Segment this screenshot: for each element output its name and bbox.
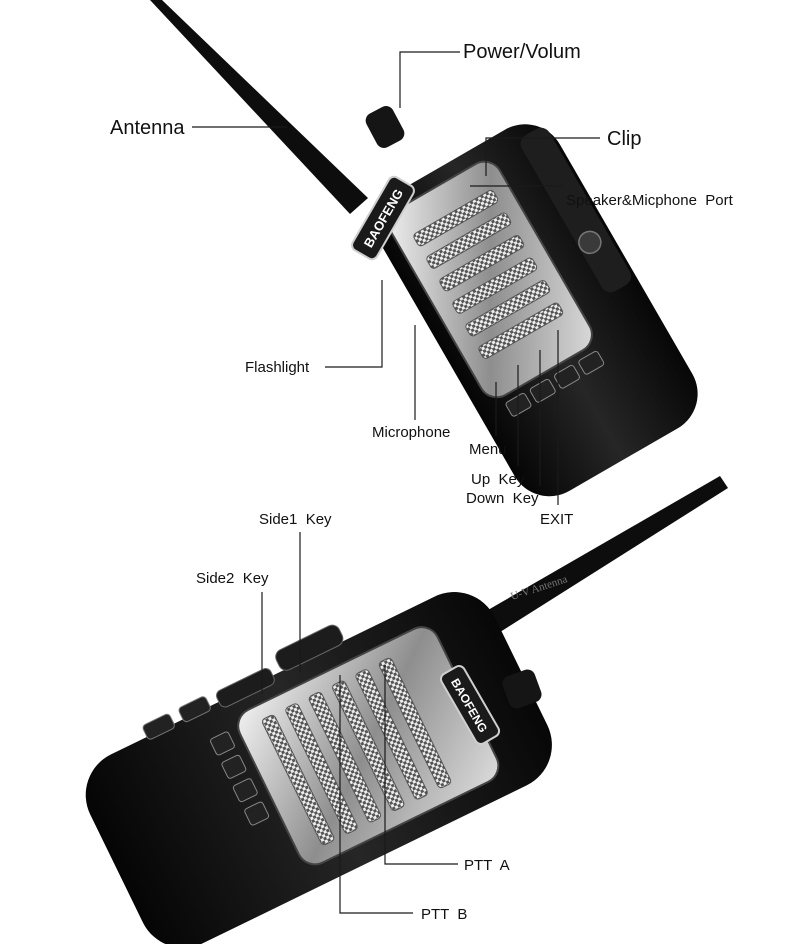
leader-ptt-a bbox=[384, 665, 458, 865]
leader-power bbox=[399, 51, 460, 108]
label-ptt-b: PTT B bbox=[421, 906, 467, 923]
label-clip: Clip bbox=[607, 128, 641, 150]
label-microphone: Microphone bbox=[372, 424, 450, 441]
label-flashlight: Flashlight bbox=[245, 359, 310, 376]
label-side2-key: Side2 Key bbox=[196, 570, 269, 587]
ptt-a-button bbox=[275, 624, 344, 671]
label-up-key: Up Key bbox=[471, 471, 525, 488]
label-side1-key: Side1 Key bbox=[259, 511, 332, 528]
up-key bbox=[529, 378, 556, 403]
antenna-top bbox=[150, 0, 368, 214]
power-volume-knob bbox=[365, 106, 405, 148]
leader-clip bbox=[485, 137, 600, 176]
radio-front-view: BAOFENG bbox=[150, 0, 698, 497]
label-menu: Menu bbox=[469, 441, 507, 458]
side1-key bbox=[178, 696, 211, 723]
side2-key bbox=[142, 713, 175, 740]
radio-side-view: U-V Antenna bbox=[85, 476, 728, 944]
label-down-key: Down Key bbox=[466, 490, 539, 507]
label-exit: EXIT bbox=[540, 511, 573, 528]
ptt-b-button bbox=[216, 668, 275, 708]
leader-flashlight bbox=[325, 280, 383, 368]
label-antenna: Antenna bbox=[110, 117, 185, 139]
label-power-volume: Power/Volum bbox=[463, 41, 581, 63]
leader-lines bbox=[192, 51, 600, 914]
label-speaker-mic-port: Speaker&Micphone Port bbox=[566, 192, 734, 209]
antenna-bottom bbox=[462, 476, 728, 646]
leader-ptt-b bbox=[339, 675, 413, 914]
exit-key bbox=[578, 350, 605, 375]
labels: Power/Volum Antenna Clip Speaker&Micphon… bbox=[110, 41, 734, 923]
label-ptt-a: PTT A bbox=[464, 857, 510, 874]
